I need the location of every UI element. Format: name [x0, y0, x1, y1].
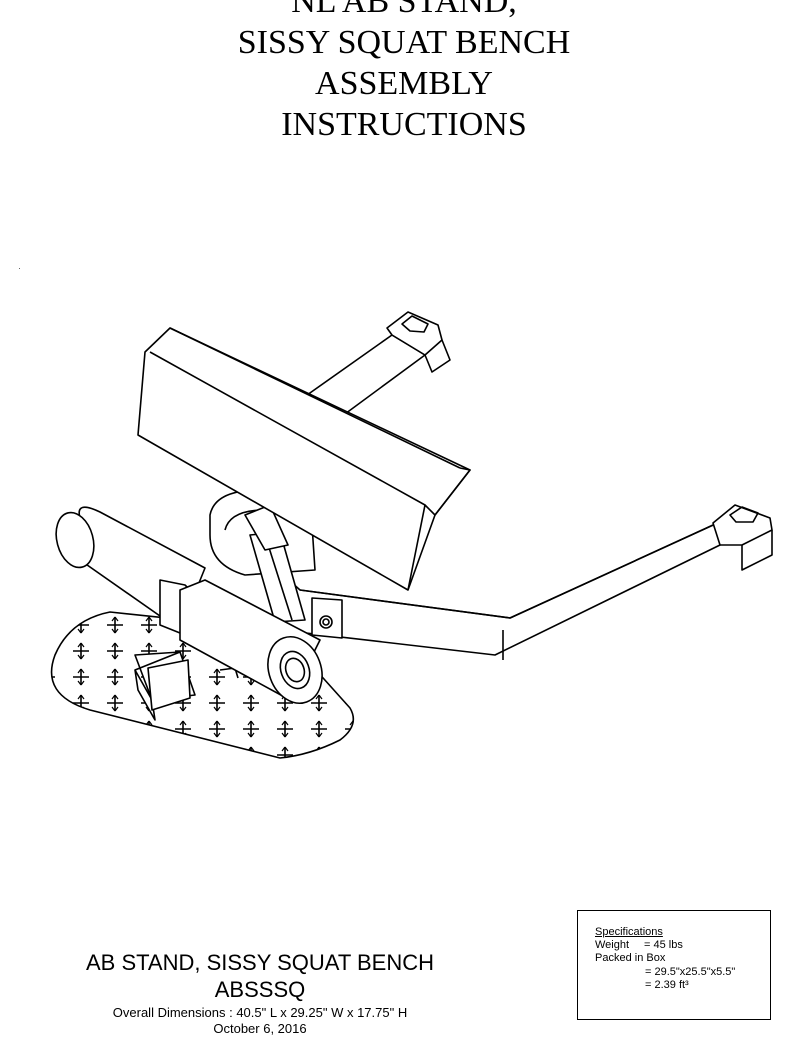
document-date: October 6, 2016 [213, 1021, 307, 1036]
product-code: ABSSSQ [214, 977, 306, 1002]
title-line-4: INSTRUCTIONS [281, 106, 527, 143]
box-volume: = 2.39 ft³ [645, 979, 689, 991]
weight-label: Weight [595, 939, 630, 951]
weight-value: = 45 lbs [644, 939, 683, 951]
title-line-2: SISSY SQUAT BENCH [237, 24, 571, 61]
box-dimensions: = 29.5"x25.5"x5.5" [645, 966, 736, 978]
scan-speck [19, 268, 20, 269]
specifications-box: Specifications Weight = 45 lbs Packed in… [577, 910, 771, 1020]
document-title: NL AB STAND, SISSY SQUAT BENCH ASSEMBLY … [0, 0, 808, 145]
product-name: AB STAND, SISSY SQUAT BENCH [85, 950, 434, 975]
packed-label: Packed in Box [595, 952, 666, 964]
bench-illustration [50, 311, 773, 759]
specs-heading: Specifications [595, 926, 663, 938]
title-line-1: NL AB STAND, [291, 0, 517, 20]
overall-dimensions: Overall Dimensions : 40.5" L x 29.25" W … [112, 1005, 408, 1020]
title-line-3: ASSEMBLY [315, 65, 493, 102]
